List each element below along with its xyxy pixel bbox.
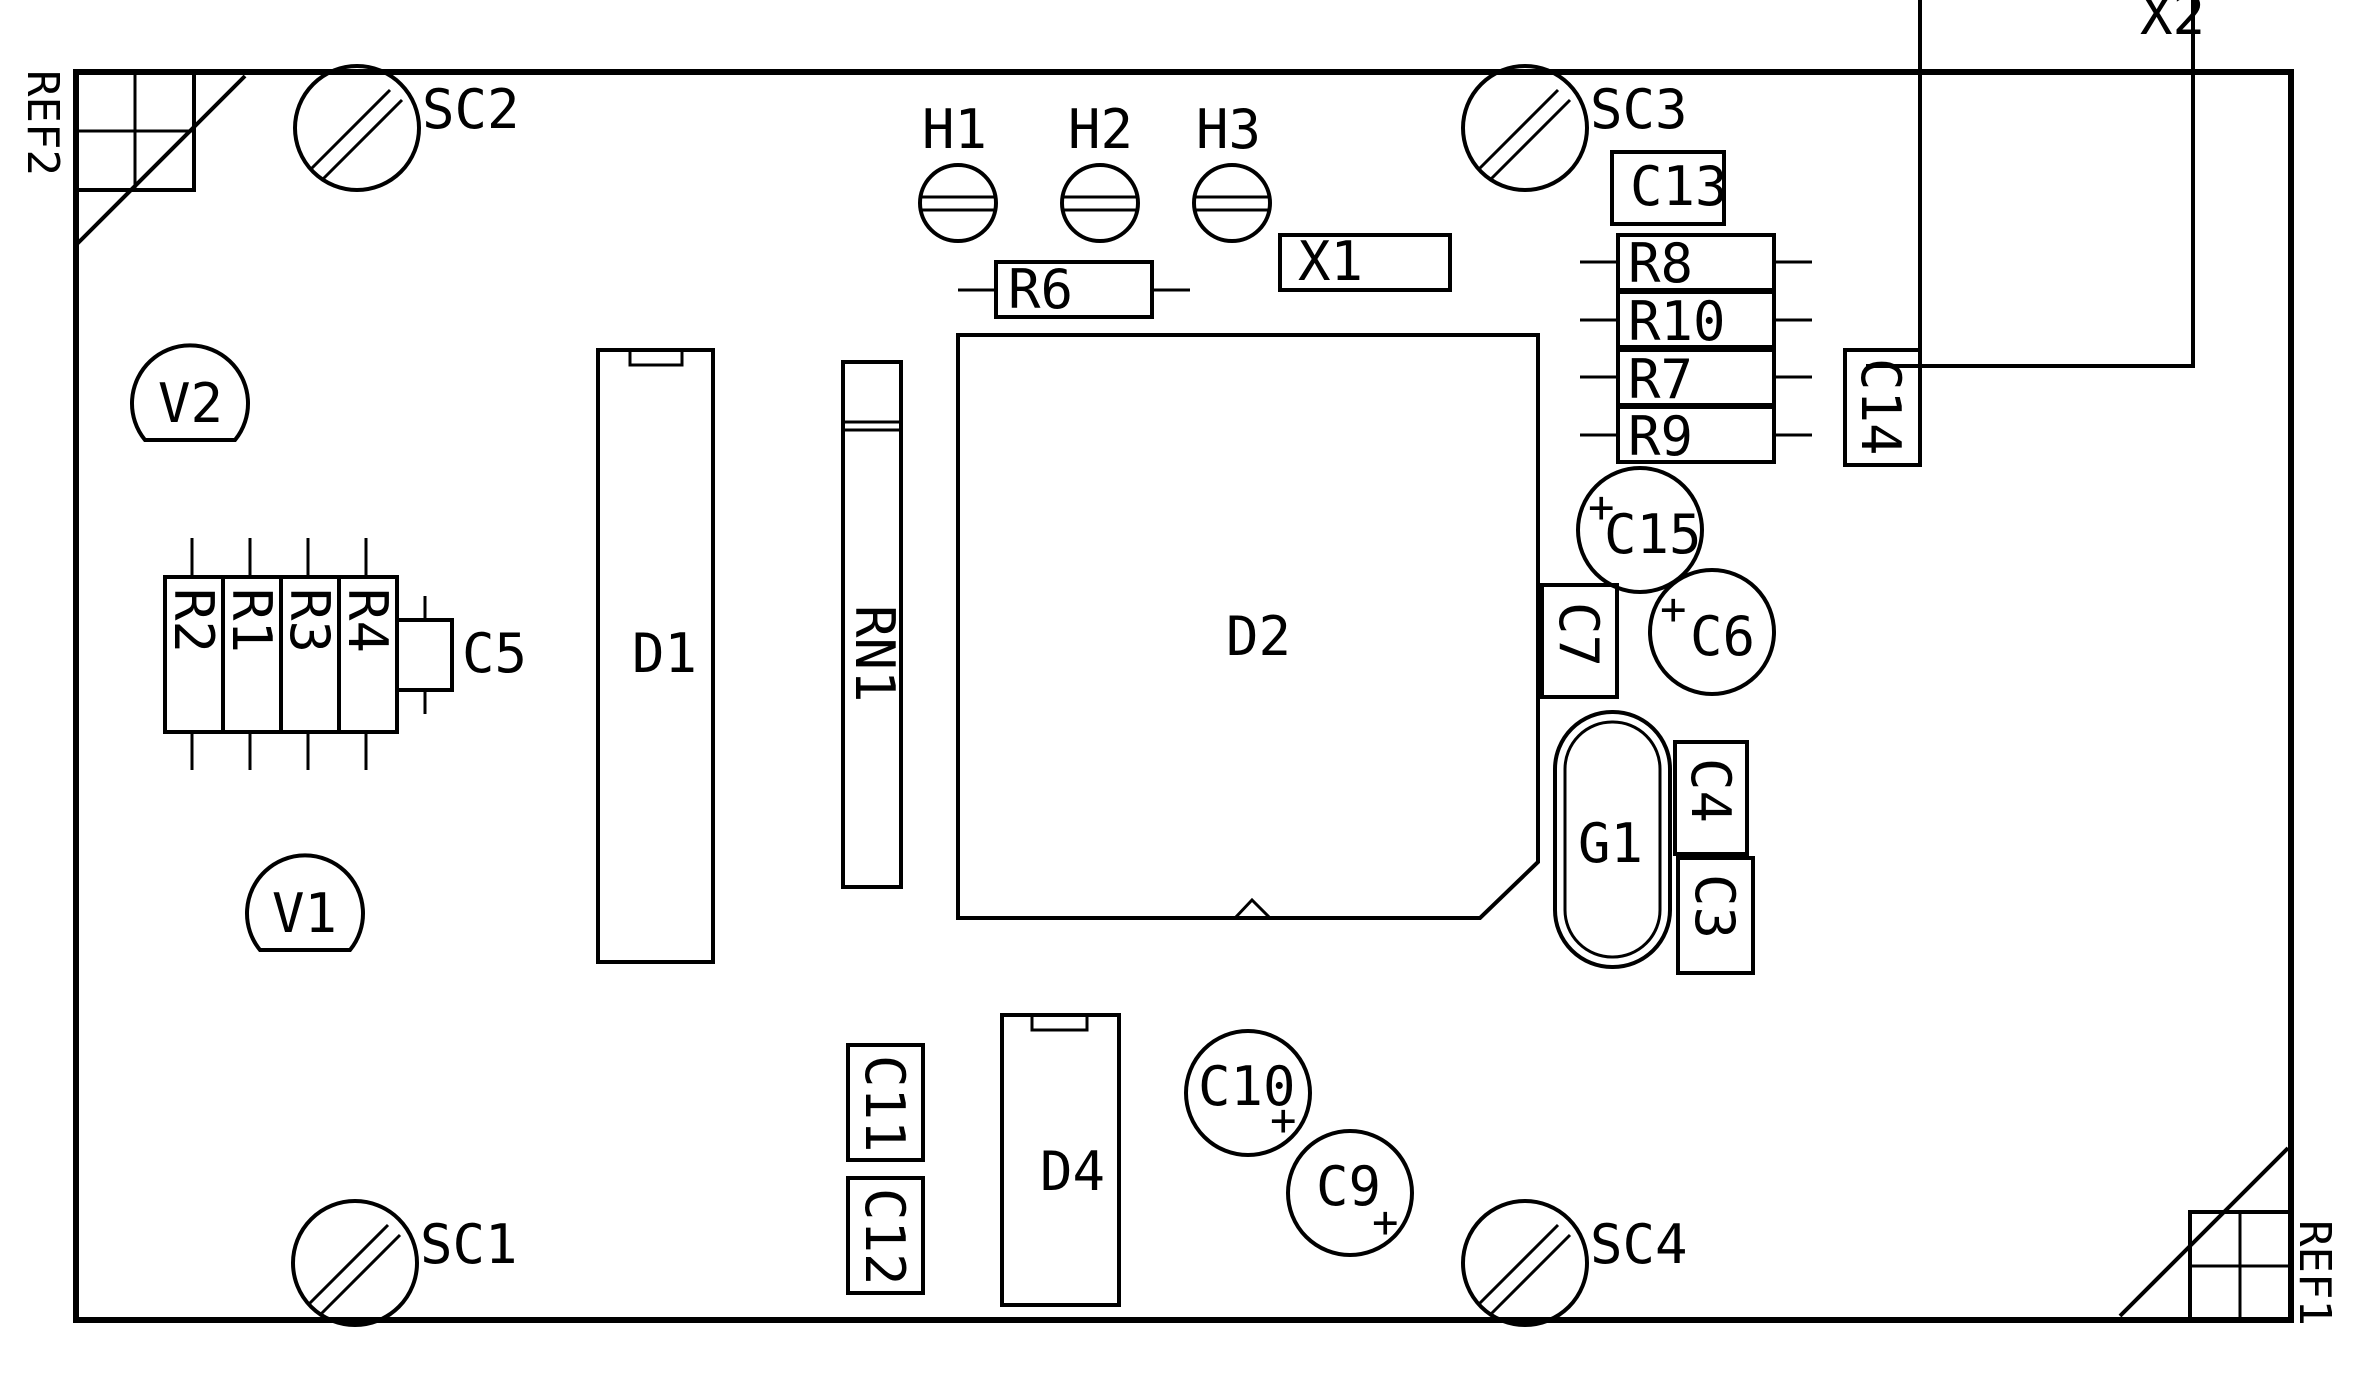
capacitor-c13 — [1610, 150, 1726, 226]
sc3-label: SC3 — [1590, 78, 1688, 141]
c15-label: C15 — [1604, 503, 1702, 566]
c15-plus: + — [1588, 482, 1615, 533]
c9-label: C9 — [1316, 1155, 1381, 1218]
capacitor-c6 — [1648, 568, 1776, 696]
v1-label: V1 — [272, 882, 337, 945]
c4-label: C4 — [1679, 758, 1742, 823]
screw-sc1 — [291, 1199, 419, 1327]
capacitor-c10 — [1184, 1029, 1312, 1157]
c12-label: C12 — [853, 1188, 916, 1286]
x2-label: X2 — [2140, 0, 2205, 47]
h2-label: H2 — [1068, 98, 1133, 161]
crystal-g1 — [1553, 710, 1672, 969]
r8-label: R8 — [1628, 232, 1693, 295]
resistor-r1 — [221, 538, 283, 770]
c11-label: C11 — [853, 1055, 916, 1153]
c6-label: C6 — [1690, 605, 1755, 668]
c7-label: C7 — [1547, 602, 1610, 667]
resistor-r8 — [1580, 233, 1812, 292]
hole-h1 — [918, 163, 998, 243]
resistor-r2 — [163, 538, 225, 770]
x1-label: X1 — [1298, 230, 1363, 293]
screw-sc3 — [1461, 64, 1589, 192]
d4-label: D4 — [1040, 1140, 1105, 1203]
connector-x1 — [1278, 233, 1452, 292]
led-v2 — [130, 343, 250, 442]
c10-label: C10 — [1198, 1055, 1296, 1118]
board-outline — [73, 69, 2294, 1323]
r4-label: R4 — [336, 588, 399, 653]
capacitor-c4 — [1673, 740, 1749, 856]
chip-d4 — [1000, 1013, 1121, 1307]
resistor-network-rn1 — [841, 360, 903, 889]
resistor-r3 — [279, 538, 341, 770]
sc2-label: SC2 — [422, 78, 520, 141]
capacitor-c12 — [846, 1176, 925, 1295]
resistor-r9 — [1580, 405, 1812, 464]
g1-label: G1 — [1578, 812, 1643, 875]
rn1-label: RN1 — [843, 605, 906, 703]
d1-label: D1 — [632, 622, 697, 685]
h3-label: H3 — [1196, 98, 1261, 161]
hole-h2 — [1060, 163, 1140, 243]
r9-label: R9 — [1628, 405, 1693, 468]
r7-label: R7 — [1628, 348, 1693, 411]
capacitor-c7 — [1540, 583, 1619, 699]
capacitor-c11 — [846, 1043, 925, 1162]
ref2-label: REF2 — [17, 70, 68, 176]
capacitor-c3 — [1676, 856, 1755, 975]
c9-plus: + — [1372, 1197, 1399, 1248]
c14-label: C14 — [1849, 358, 1912, 456]
chip-d1 — [596, 348, 715, 964]
sc1-label: SC1 — [420, 1213, 518, 1276]
c3-label: C3 — [1683, 874, 1746, 939]
r1-label: R1 — [220, 588, 283, 653]
c6-plus: + — [1660, 584, 1687, 635]
x2-wires — [1866, 0, 2195, 368]
capacitor-c5 — [395, 596, 454, 714]
ref2-fiducial — [74, 70, 247, 247]
v2-label: V2 — [158, 372, 223, 435]
r10-label: R10 — [1628, 290, 1726, 353]
resistor-r6 — [958, 260, 1190, 319]
chip-d2 — [956, 333, 1540, 920]
capacitor-c14 — [1843, 348, 1922, 467]
r3-label: R3 — [278, 588, 341, 653]
screw-sc4 — [1461, 1199, 1589, 1327]
c13-label: C13 — [1630, 155, 1728, 218]
r2-label: R2 — [162, 588, 225, 653]
resistor-r7 — [1580, 348, 1812, 407]
ref1-label: REF1 — [2289, 1220, 2340, 1326]
resistor-r4 — [337, 538, 399, 770]
c10-plus: + — [1270, 1095, 1297, 1146]
capacitor-c15 — [1576, 466, 1704, 594]
led-v1 — [245, 853, 365, 952]
h1-label: H1 — [922, 98, 987, 161]
c5-label: C5 — [462, 622, 527, 685]
capacitor-c9 — [1286, 1129, 1414, 1257]
hole-h3 — [1192, 163, 1272, 243]
d2-label: D2 — [1226, 605, 1291, 668]
sc4-label: SC4 — [1590, 1213, 1688, 1276]
resistor-r10 — [1580, 290, 1812, 349]
r6-label: R6 — [1008, 258, 1073, 321]
screw-sc2 — [293, 64, 421, 192]
ref1-fiducial — [2118, 1146, 2293, 1322]
